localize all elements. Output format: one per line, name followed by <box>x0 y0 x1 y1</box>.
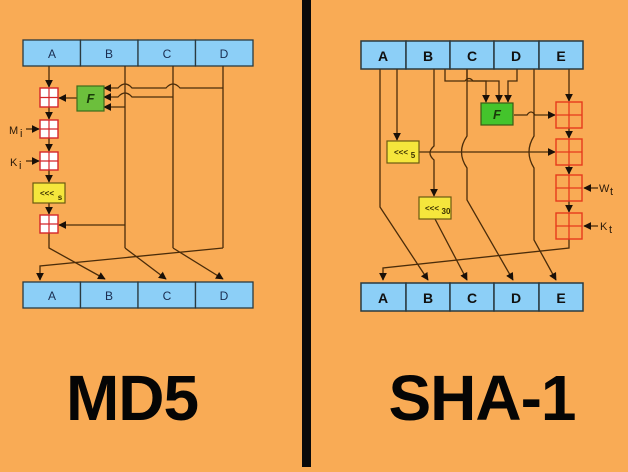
md5-in-reg-b <box>79 39 139 67</box>
sha1-wires <box>379 69 598 281</box>
sha1-adder-1 <box>555 101 583 129</box>
md5-input-register: A B C D <box>22 39 254 67</box>
sha1-in-reg-e <box>538 40 584 70</box>
md5-out-label-a: A <box>48 289 56 303</box>
sha1-word-input: W t <box>599 183 613 198</box>
sha1-out-reg-c <box>449 282 495 312</box>
md5-f-label: F <box>87 91 96 106</box>
sha1-in-label-b: B <box>423 48 433 64</box>
sha1-w-sub: t <box>610 186 613 198</box>
md5-rotate-label: <<< <box>40 189 54 198</box>
sha1-constant-input: K t <box>600 221 612 236</box>
sha1-rotate5-label: <<< <box>394 148 408 157</box>
sha1-k-sub: t <box>609 224 612 236</box>
md5-f-function-box: F <box>76 85 105 112</box>
md5-wires <box>36 66 224 281</box>
sha1-out-reg-e <box>538 282 584 312</box>
sha1-in-label-a: A <box>378 48 388 64</box>
md5-k-label: K <box>10 157 18 169</box>
md5-title: MD5 <box>65 362 199 434</box>
md5-k-sub: i <box>19 160 21 172</box>
sha1-output-register: A B C D E <box>360 282 584 312</box>
sha1-f-label: F <box>493 107 502 122</box>
md5-diagram: A B C D <box>9 39 254 309</box>
md5-out-reg-d <box>194 281 254 309</box>
sha1-out-label-a: A <box>378 290 388 306</box>
sha1-in-label-d: D <box>511 48 521 64</box>
sha1-input-register: A B C D E <box>360 40 584 70</box>
sha1-in-reg-a <box>360 40 407 70</box>
md5-m-label: M <box>9 125 18 137</box>
md5-out-label-d: D <box>220 289 229 303</box>
md5-in-reg-a <box>22 39 82 67</box>
sha1-in-reg-c <box>449 40 495 70</box>
md5-rotate-sub: s <box>58 193 63 202</box>
sha1-rotate30-sub: 30 <box>442 207 451 216</box>
sha1-rotate5-sub: 5 <box>411 151 416 160</box>
md5-in-label-b: B <box>105 47 113 61</box>
sha1-adder-word <box>555 174 583 202</box>
md5-out-label-c: C <box>163 289 172 303</box>
md5-m-sub: i <box>20 128 22 140</box>
md5-out-label-b: B <box>105 289 113 303</box>
sha1-out-label-b: B <box>423 290 433 306</box>
md5-output-register: A B C D <box>22 281 254 309</box>
sha1-rotate5-box: <<< 5 <box>386 140 420 164</box>
md5-in-reg-c <box>137 39 197 67</box>
sha1-out-label-e: E <box>556 290 565 306</box>
sha1-out-label-c: C <box>467 290 477 306</box>
sha1-diagram: A B C D E <box>360 40 613 312</box>
sha1-title: SHA-1 <box>388 362 576 434</box>
md5-in-label-c: C <box>163 47 172 61</box>
md5-rotate-box: <<< s <box>32 182 66 204</box>
md5-in-label-d: D <box>220 47 229 61</box>
sha1-in-label-e: E <box>556 48 565 64</box>
md5-adder-final <box>39 214 59 234</box>
sha1-in-label-c: C <box>467 48 477 64</box>
md5-in-reg-d <box>194 39 254 67</box>
md5-adder-1 <box>39 87 59 108</box>
sha1-adder-2 <box>555 138 583 166</box>
md5-adder-message <box>39 119 59 139</box>
panel-divider <box>302 0 311 467</box>
sha1-in-reg-b <box>405 40 451 70</box>
md5-adder-constant <box>39 151 59 171</box>
md5-in-label-a: A <box>48 47 56 61</box>
sha1-f-function-box: F <box>480 102 514 126</box>
sha1-out-label-d: D <box>511 290 521 306</box>
sha1-adder-constant <box>555 212 583 240</box>
sha1-rotate30-box: <<< 30 <box>418 196 452 220</box>
sha1-rotate30-label: <<< <box>425 204 439 213</box>
sha1-k-label: K <box>600 221 608 233</box>
sha1-w-label: W <box>599 183 610 195</box>
sha1-out-reg-b <box>405 282 451 312</box>
md5-constant-input: K i <box>10 157 40 172</box>
md5-message-input: M i <box>9 125 40 140</box>
md5-out-reg-c <box>137 281 197 309</box>
